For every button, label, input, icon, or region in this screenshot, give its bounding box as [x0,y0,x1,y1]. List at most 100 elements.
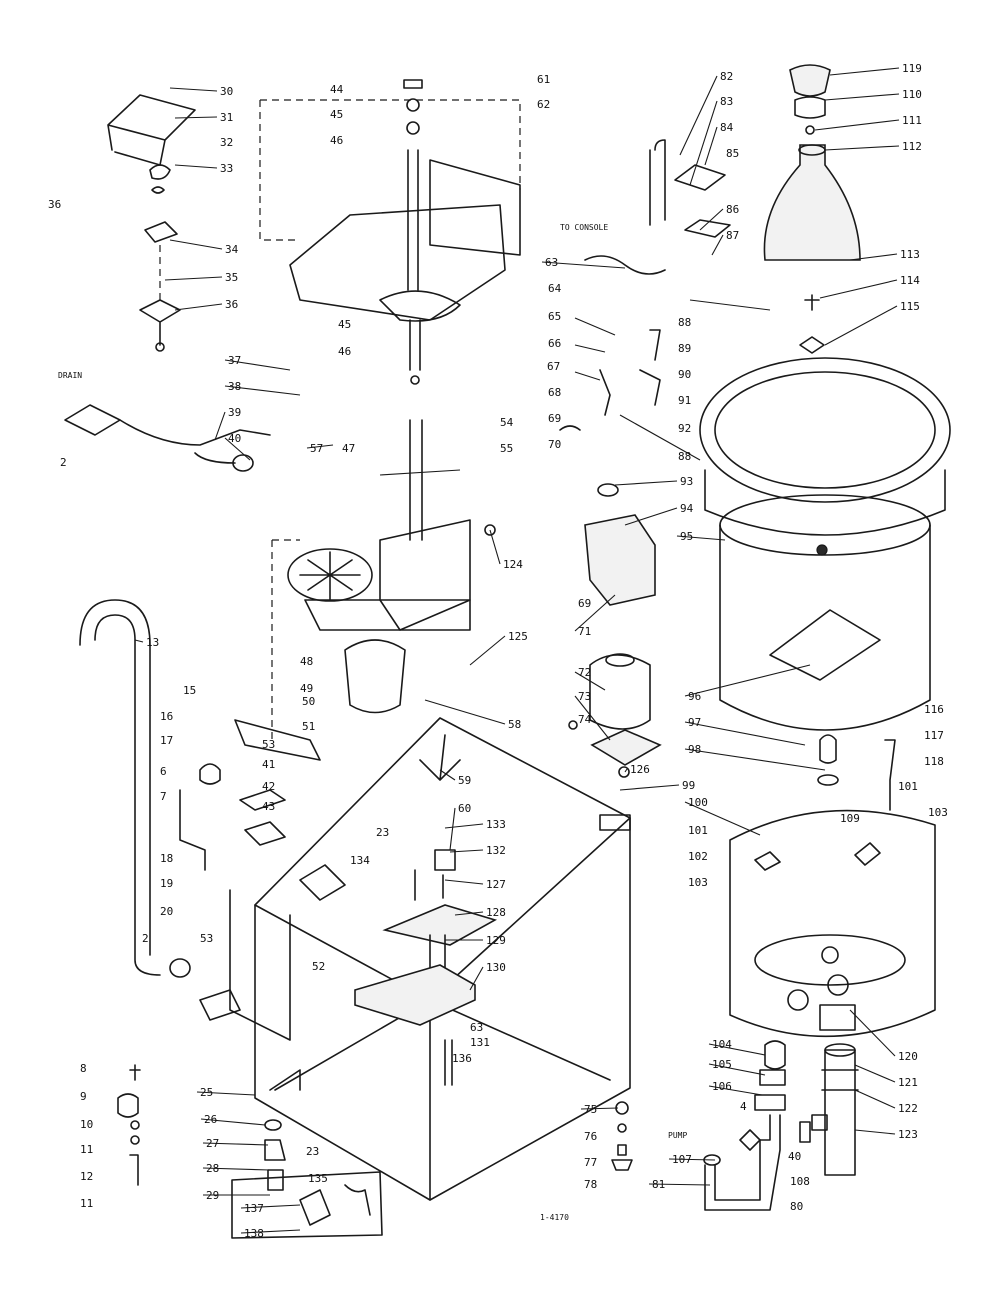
callout-36b: 36 [225,298,238,311]
callout-29: 29 [206,1189,219,1202]
callout-74: 74 [578,713,592,726]
leader-line [134,639,144,643]
leader-line [444,823,484,829]
callout-62: 62 [537,98,550,111]
leader-line [454,911,484,916]
callout-51: 51 [302,720,315,733]
leader-line [819,279,898,299]
callout-138: 138 [244,1227,264,1240]
callout-2a: 2 [60,456,67,469]
callout-31: 31 [220,111,233,124]
callout-2b: 2 [142,932,149,945]
wiring-harness [584,139,731,275]
callout-109: 109 [840,812,860,825]
leader-line [854,1064,896,1083]
leader-line [202,1167,271,1171]
callout-97: 97 [688,716,701,729]
leader-line [169,87,218,92]
leader-line [676,535,726,541]
callout-86: 86 [726,203,739,216]
callout-32: 32 [220,136,233,149]
callout-83: 83 [720,95,733,108]
leader-line [824,93,900,101]
callout-33: 33 [220,162,233,175]
callout-132: 132 [486,844,506,857]
callout-39: 39 [228,406,241,419]
callout-110: 110 [902,88,922,101]
callout-54: 54 [500,416,514,429]
callout-123: 123 [898,1128,918,1141]
drain-note: DRAIN [58,371,82,380]
callout-93: 93 [680,475,693,488]
callout-70: 70 [548,438,561,451]
callout-106: 106 [712,1080,732,1093]
callout-52: 52 [312,960,325,973]
leader-line [648,1183,711,1186]
leader-line [614,480,678,486]
leader-line [224,359,291,371]
callout-137: 137 [244,1202,264,1215]
callout-4: 4 [740,1100,747,1113]
callout-92: 92 [678,422,691,435]
callout-129: 129 [486,934,506,947]
callout-121: 121 [898,1076,918,1089]
leader-line [699,208,724,231]
leader-line [708,1085,763,1096]
leader-line [574,695,611,741]
leader-line [854,1129,896,1135]
callout-91: 91 [678,394,691,407]
callout-107: 107 [672,1153,692,1166]
callout-101b: 101 [898,780,918,793]
callout-127: 127 [486,878,506,891]
callout-65: 65 [548,310,561,323]
callout-36a: 36 [48,198,61,211]
callout-6: 6 [160,765,167,778]
callout-25: 25 [200,1086,213,1099]
callout-53a: 53 [262,738,275,751]
callout-114: 114 [900,274,920,287]
callout-43: 43 [262,800,275,813]
callout-103a: 103 [688,876,708,889]
callout-23b: 23 [306,1145,319,1158]
callout-10: 10 [80,1118,93,1131]
callout-63: 63 [545,256,558,269]
callout-44: 44 [330,83,344,96]
callout-55: 55 [500,442,513,455]
outer-tub [729,734,936,1038]
leader-line [708,1043,766,1056]
callout-88a: 88 [678,316,691,329]
leader-line [684,801,761,836]
callout-76: 76 [584,1130,597,1143]
leader-line [574,671,606,691]
callout-73: 73 [578,690,591,703]
callout-35a: 35 [225,271,238,284]
callout-78: 78 [584,1178,597,1191]
callout-71: 71 [578,625,591,638]
leader-line [684,748,826,771]
callout-96: 96 [688,690,701,703]
callout-45b: 45 [338,318,351,331]
callout-101a: 101 [688,824,708,837]
callout-9: 9 [80,1090,87,1103]
leader-line [489,529,501,565]
agitator [689,64,861,354]
drain-connector [64,404,271,472]
leader-line [164,276,223,281]
callout-48: 48 [300,655,313,668]
callout-100: 100 [688,796,708,809]
leader-line [668,1158,716,1161]
callout-42: 42 [262,780,275,793]
footer-code: 1-4170 [540,1213,569,1222]
callout-68: 68 [548,386,561,399]
callout-128: 128 [486,906,506,919]
callout-8: 8 [80,1062,87,1075]
callout-125: 125 [508,630,528,643]
leader-line [711,234,724,256]
tub-and-basket [699,357,951,731]
leader-line [196,1091,256,1096]
callout-120: 120 [898,1050,918,1063]
leader-line [849,253,898,261]
callout-58: 58 [508,718,521,731]
